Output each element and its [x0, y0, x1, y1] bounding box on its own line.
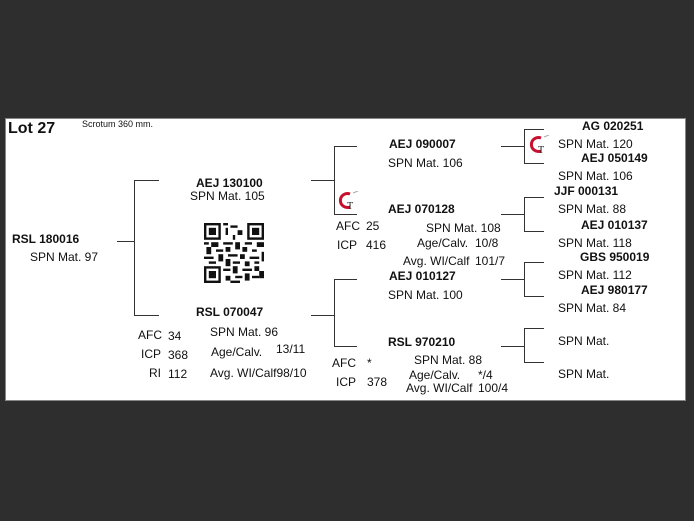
pedigree-line: [524, 231, 544, 232]
pedigree-line: [524, 129, 525, 163]
gt-genetics-logo-icon: T: [338, 191, 359, 211]
pedigree-line: [501, 146, 524, 147]
dam-stat-value: 112: [168, 367, 188, 381]
sire-dam-id: AEJ 070128: [388, 202, 455, 216]
pedigree-line: [334, 146, 357, 147]
sire-dam-avg-wi-label: Avg. WI/Calf: [403, 254, 470, 268]
pedigree-line: [524, 296, 544, 297]
sire-dam-stat-value: 25: [366, 219, 380, 233]
pedigree-line: [334, 346, 357, 347]
dam-dam-age-calv-label: Age/Calv.: [409, 368, 461, 382]
scrotum-note: Scrotum 360 mm.: [82, 119, 154, 129]
pedigree-line: [334, 279, 357, 280]
sire-dam-avg-wi-value: 101/7: [475, 254, 506, 268]
gen3-spn: SPN Mat. 118: [558, 236, 632, 250]
gen3-spn: SPN Mat.: [558, 367, 610, 381]
dam-id: RSL 070047: [196, 305, 264, 319]
dam-spn: SPN Mat. 96: [210, 325, 279, 339]
sire-dam-stat-label: ICP: [337, 238, 358, 252]
dam-avg-wi: Avg. WI/Calf98/10: [210, 366, 307, 380]
dam-dam-stat-label: ICP: [336, 375, 357, 389]
qr-code-icon: [204, 223, 264, 283]
sire-sire-spn: SPN Mat. 106: [388, 156, 463, 170]
gt-genetics-logo-icon: T: [529, 135, 550, 155]
pedigree-line: [524, 362, 544, 363]
gen3-spn: SPN Mat. 112: [558, 268, 632, 282]
gen3-id: AEJ 010137: [581, 218, 648, 232]
dam-stat-label: ICP: [141, 347, 162, 361]
dam-sire-id: AEJ 010127: [389, 269, 456, 283]
pedigree-line: [524, 197, 544, 198]
pedigree-line: [501, 346, 524, 347]
dam-dam-stat-value: *: [367, 356, 372, 370]
sire-dam-age-calv-label: Age/Calv.: [417, 236, 469, 250]
sire-spn: SPN Mat. 105: [190, 189, 265, 203]
pedigree-line: [524, 262, 525, 296]
pedigree-line: [134, 315, 159, 316]
dam-dam-avg-wi-label: Avg. WI/Calf: [406, 381, 473, 395]
pedigree-line: [501, 214, 524, 215]
pedigree-line: [501, 279, 524, 280]
subject-spn: SPN Mat. 97: [30, 250, 99, 264]
dam-stat-label: RI: [149, 366, 161, 380]
dam-dam-stat-value: 378: [367, 375, 388, 389]
gen3-spn: SPN Mat. 120: [558, 137, 633, 151]
dam-dam-age-calv-value: */4: [478, 368, 493, 382]
dam-stat-value: 368: [168, 348, 189, 362]
gen3-id: GBS 950019: [580, 250, 650, 264]
dam-age-calv-label: Age/Calv.: [211, 345, 263, 359]
pedigree-line: [117, 241, 134, 242]
sire-dam-stat-label: AFC: [336, 219, 360, 233]
pedigree-line: [334, 146, 335, 214]
pedigree-line: [334, 279, 335, 346]
sire-dam-age-calv-value: 10/8: [475, 236, 499, 250]
sire-sire-id: AEJ 090007: [389, 137, 456, 151]
pedigree-line: [134, 180, 135, 315]
gen3-id: AG 020251: [582, 119, 644, 133]
pedigree-line: [134, 180, 159, 181]
pedigree-line: [524, 328, 544, 329]
dam-stat-value: 34: [168, 329, 182, 343]
gen3-id: AEJ 980177: [581, 283, 648, 297]
gen3-spn: SPN Mat. 106: [558, 169, 633, 183]
lot-title: Lot 27: [8, 120, 56, 137]
gen3-spn: SPN Mat. 84: [558, 301, 627, 315]
dam-dam-id: RSL 970210: [388, 335, 456, 349]
gen3-id: AEJ 050149: [581, 151, 648, 165]
svg-text:T: T: [347, 201, 353, 211]
gen3-id: JJF 000131: [554, 184, 619, 198]
subject-id: RSL 180016: [12, 232, 80, 246]
pedigree-line: [311, 315, 334, 316]
pedigree-line: [524, 262, 544, 263]
gen3-spn: SPN Mat.: [558, 334, 610, 348]
pedigree-line: [524, 197, 525, 231]
sire-dam-stat-value: 416: [366, 238, 387, 252]
gen3-spn: SPN Mat. 88: [558, 202, 627, 216]
dam-sire-spn: SPN Mat. 100: [388, 288, 463, 302]
dam-dam-avg-wi-value: 100/4: [478, 381, 509, 395]
dam-age-calv-value: 13/11: [276, 342, 306, 356]
pedigree-page: Lot 27 Scrotum 360 mm. RSL 180016 SPN Ma…: [5, 118, 686, 401]
pedigree-line: [524, 163, 544, 164]
sire-id: AEJ 130100: [196, 176, 263, 190]
sire-dam-spn: SPN Mat. 108: [426, 221, 501, 235]
pedigree-line: [311, 180, 334, 181]
pedigree-line: [524, 129, 544, 130]
pedigree-line: [524, 328, 525, 362]
pedigree-line: [334, 214, 357, 215]
svg-text:T: T: [538, 145, 544, 155]
dam-dam-spn: SPN Mat. 88: [414, 353, 483, 367]
dam-stat-label: AFC: [138, 328, 162, 342]
dam-dam-stat-label: AFC: [332, 356, 356, 370]
